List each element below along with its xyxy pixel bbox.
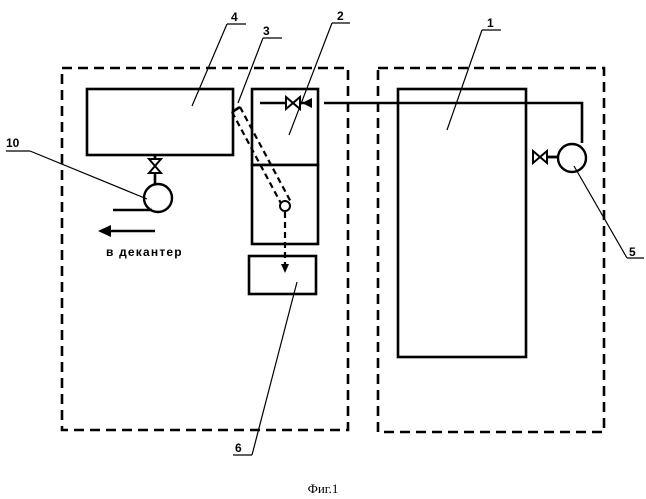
unit-4-tank bbox=[87, 89, 233, 155]
label-unit-4: 4 bbox=[231, 10, 238, 24]
outlet-arrow-icon bbox=[98, 225, 155, 237]
label-unit-10: 10 bbox=[6, 136, 20, 150]
label-unit-3: 3 bbox=[263, 24, 270, 38]
label-unit-1: 1 bbox=[487, 16, 494, 30]
outlet-label: в декантер bbox=[106, 245, 183, 259]
unit-10-pump-icon bbox=[144, 184, 172, 212]
valve-icon bbox=[149, 159, 161, 173]
label-unit-6: 6 bbox=[235, 441, 242, 455]
valve-icon bbox=[533, 151, 547, 163]
unit-6-collector bbox=[249, 256, 316, 294]
leader-line bbox=[574, 166, 627, 258]
label-unit-5: 5 bbox=[629, 245, 636, 259]
leader-line bbox=[30, 151, 147, 199]
unit-1-vessel bbox=[398, 89, 526, 357]
label-unit-2: 2 bbox=[337, 9, 344, 23]
figure-caption: Фиг.1 bbox=[308, 481, 339, 496]
unit-5-pump-icon bbox=[558, 144, 586, 172]
roller-icon bbox=[280, 201, 290, 211]
